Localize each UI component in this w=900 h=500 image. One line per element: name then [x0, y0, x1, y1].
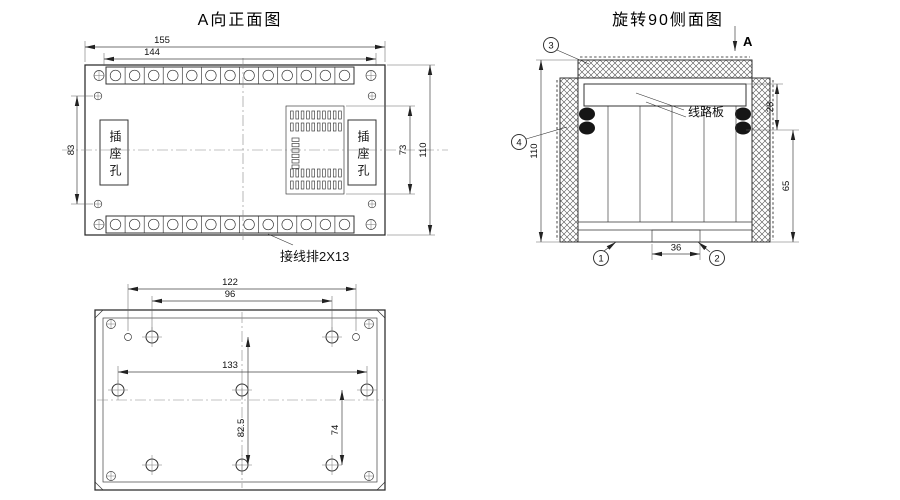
front-view: 155 144 83 73 110 [62, 35, 448, 246]
socket-box-left [99, 119, 129, 186]
dim-text-83: 83 [66, 145, 77, 156]
base-connector [651, 229, 701, 243]
side-view-title: 旋转90侧面图 [612, 12, 724, 29]
circuit-board [583, 83, 747, 107]
case-wall-left [559, 77, 579, 243]
grommet-right [735, 107, 751, 121]
dim-text-65: 65 [781, 181, 792, 192]
callout-leader [697, 241, 711, 253]
dim-text-155: 155 [154, 35, 170, 46]
callout-circle [543, 37, 559, 53]
section-letter: A [743, 34, 753, 49]
side-view: A 3 4 1 2 [511, 26, 799, 266]
dim-text-133: 133 [222, 360, 238, 371]
bottom-corner-screws [106, 319, 374, 481]
side-dimensions: 110 28 65 36 [529, 59, 799, 260]
callout-circle [709, 250, 725, 266]
front-view-title: A向正面图 [197, 12, 283, 29]
corner-chamfer [94, 309, 104, 319]
dim-text-96: 96 [225, 289, 236, 300]
case-wall-right [751, 77, 771, 243]
callout-number: 4 [516, 138, 521, 149]
callout-2: 2 [697, 241, 725, 266]
dim-text-122: 122 [222, 277, 238, 288]
callout-number: 2 [714, 254, 719, 265]
side-pins [607, 106, 737, 222]
board-label-leader [645, 101, 687, 118]
bottom-body-outline [94, 309, 386, 491]
corner-chamfer [94, 481, 104, 491]
callout-circle [511, 134, 527, 150]
dim-text-73: 73 [398, 145, 409, 156]
circuit-board-label: 线路板 [688, 105, 725, 119]
case-top-cap [577, 59, 753, 79]
corner-chamfer [376, 309, 386, 319]
grommet-left [579, 107, 595, 121]
callout-4: 4 [511, 126, 568, 150]
callout-1: 1 [593, 241, 617, 266]
front-dimensions: 155 144 83 73 110 [66, 35, 435, 236]
callout-3: 3 [543, 37, 590, 65]
callout-number: 1 [598, 254, 603, 265]
bottom-view: 122 96 133 82.5 74 [94, 277, 386, 491]
socket-box-right [347, 119, 377, 186]
grommet-right [735, 121, 751, 135]
terminal-strip-label: 接线排2X13 [280, 249, 350, 264]
bottom-dimensions: 122 96 133 82.5 74 [117, 277, 368, 465]
dim-text-110-side: 110 [529, 143, 540, 158]
terminal-label-leader [267, 233, 294, 246]
dim-text-28: 28 [765, 102, 776, 113]
terminal-strips [105, 66, 355, 234]
dim-text-144: 144 [144, 47, 160, 58]
callout-leader [525, 126, 568, 140]
grommet-left [579, 121, 595, 135]
callout-leader [556, 49, 590, 65]
bottom-holes [108, 327, 377, 475]
callout-circle [593, 250, 609, 266]
dim-text-36: 36 [671, 243, 682, 254]
dim-text-110-front: 110 [418, 142, 429, 157]
socket-hole-label-right: 插座孔 [356, 130, 370, 181]
corner-chamfer [376, 481, 386, 491]
callout-number: 3 [548, 41, 553, 52]
socket-hole-label-left: 插座孔 [108, 130, 122, 181]
callout-leader [603, 241, 617, 252]
center-connector-pins [290, 110, 342, 190]
dim-text-74: 74 [330, 425, 341, 436]
board-label-leader [635, 92, 685, 111]
dim-text-82-5: 82.5 [236, 419, 247, 438]
screw-holes [93, 70, 377, 230]
